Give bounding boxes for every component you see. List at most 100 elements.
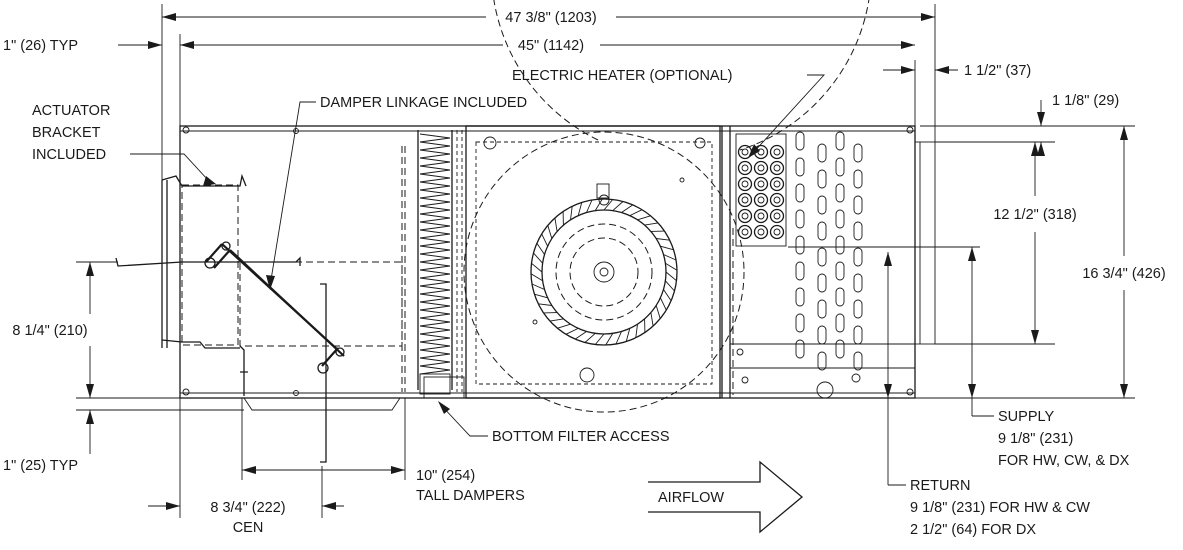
coil-tube-icon [853, 273, 863, 293]
coil-tube-icon [853, 351, 863, 371]
heater-element-core-icon [757, 180, 765, 188]
damper-height-label: 8 1/4" (210) [12, 323, 87, 339]
coil-tube-icon [795, 313, 805, 333]
coil-tube-icon [853, 247, 863, 267]
heater-element-core-icon [741, 212, 749, 220]
coil-tube-icon [817, 299, 827, 319]
return-title-label: RETURN [910, 478, 970, 494]
coil-tube-icon [853, 195, 863, 215]
coil-tube-icon [835, 313, 845, 333]
coil-tube-icon [817, 247, 827, 267]
heater-element-icon [769, 144, 785, 160]
left-flange [161, 173, 247, 349]
heater-element-core-icon [757, 228, 765, 236]
overall-height-label: 16 3/4" (426) [1082, 266, 1165, 282]
heater-element-icon [753, 192, 769, 208]
heater-element-core-icon [741, 228, 749, 236]
coil-tube-icon [817, 169, 827, 189]
coil-tube-icon [853, 143, 863, 163]
heater-element-core-icon [773, 212, 781, 220]
heater-element-icon [769, 208, 785, 224]
coil-tube-icon [795, 131, 805, 151]
coil-tube-icon [795, 209, 805, 229]
return-dx-label: 2 1/2" (64) FOR DX [910, 522, 1036, 538]
heater-element-icon [753, 224, 769, 240]
coil-tube-icon [817, 273, 827, 293]
damper-center-label: 8 3/4" (222) [210, 500, 285, 516]
heater-element-core-icon [773, 180, 781, 188]
heater-element-core-icon [773, 164, 781, 172]
damper-linkage-label: DAMPER LINKAGE INCLUDED [320, 95, 527, 111]
electric-heater-label: ELECTRIC HEATER (OPTIONAL) [512, 68, 732, 84]
coil-tube-icon [835, 157, 845, 177]
heater-element-icon [753, 208, 769, 224]
heater-element-icon [753, 160, 769, 176]
coil-tube-icon [795, 183, 805, 203]
heater-element-core-icon [757, 164, 765, 172]
airflow-arrow [648, 460, 804, 534]
bottom-typ-label: 1" (25) TYP [3, 458, 78, 474]
damper-center-sub-label: CEN [233, 520, 264, 536]
inner-width-label: 45" (1142) [518, 38, 584, 54]
outlet-height-label: 12 1/2" (318) [993, 207, 1076, 223]
actuator-label-2: BRACKET [32, 125, 101, 141]
heater-element-core-icon [757, 196, 765, 204]
supply-value-label: 9 1/8" (231) [998, 431, 1073, 447]
coil-tube-icon [835, 261, 845, 281]
heater-element-icon [737, 192, 753, 208]
heater-element-core-icon [741, 148, 749, 156]
airflow-label: AIRFLOW [658, 490, 724, 506]
coil-tube-icon [817, 195, 827, 215]
coil-tube-icon [835, 131, 845, 151]
filter-section [417, 130, 463, 395]
right-offset-label: 1 1/2" (37) [964, 63, 1031, 79]
coil-tube-icon [853, 169, 863, 189]
coil-tube-icon [817, 221, 827, 241]
supply-note-label: FOR HW, CW, & DX [998, 453, 1130, 469]
heater-element-icon [769, 160, 785, 176]
coil-tube-icon [853, 325, 863, 345]
coil-tube-icon [835, 287, 845, 307]
coil-tube-icon [853, 221, 863, 241]
coil-tube-icon [835, 183, 845, 203]
coil-tube-icon [795, 339, 805, 359]
damper-linkage [204, 241, 345, 374]
coil-tube-icon [795, 235, 805, 255]
top-offset-label: 1 1/8" (29) [1052, 93, 1119, 109]
coil-tube-icon [835, 209, 845, 229]
coil-tube-icon [835, 339, 845, 359]
coil-tube-icon [795, 261, 805, 281]
damper-tall-sub-label: TALL DAMPERS [416, 488, 525, 504]
coil-section [721, 126, 863, 399]
heater-element-core-icon [741, 180, 749, 188]
heater-element-icon [753, 176, 769, 192]
supply-title-label: SUPPLY [998, 409, 1054, 425]
bottom-filter-label: BOTTOM FILTER ACCESS [492, 429, 670, 445]
labels: 47 3/8" (1203) 45" (1142) 1" (26) TYP 1 … [3, 10, 1166, 538]
coil-tube-icon [817, 325, 827, 345]
heater-element-icon [769, 192, 785, 208]
heater-element-core-icon [773, 228, 781, 236]
damper-tall-label: 10" (254) [416, 468, 475, 484]
heater-element-icon [737, 224, 753, 240]
return-hw-cw-label: 9 1/8" (231) FOR HW & CW [910, 500, 1090, 516]
actuator-label-1: ACTUATOR [32, 103, 110, 119]
heater-element-core-icon [741, 164, 749, 172]
dimension-lines [76, 4, 1135, 518]
heater-element-icon [737, 208, 753, 224]
heater-element-icon [769, 224, 785, 240]
blower-section [423, 0, 870, 413]
actuator-label-3: INCLUDED [32, 147, 106, 163]
heater-element-core-icon [773, 196, 781, 204]
heater-element-icon [737, 176, 753, 192]
flange-typ-label: 1" (26) TYP [3, 38, 78, 54]
damper-section [115, 128, 406, 463]
coil-tube-icon [853, 299, 863, 319]
coil-tube-icon [795, 287, 805, 307]
coil-tube-icon [817, 143, 827, 163]
heater-element-core-icon [741, 196, 749, 204]
heater-element-icon [769, 176, 785, 192]
coil-tube-icon [817, 351, 827, 371]
heater-element-icon [737, 160, 753, 176]
